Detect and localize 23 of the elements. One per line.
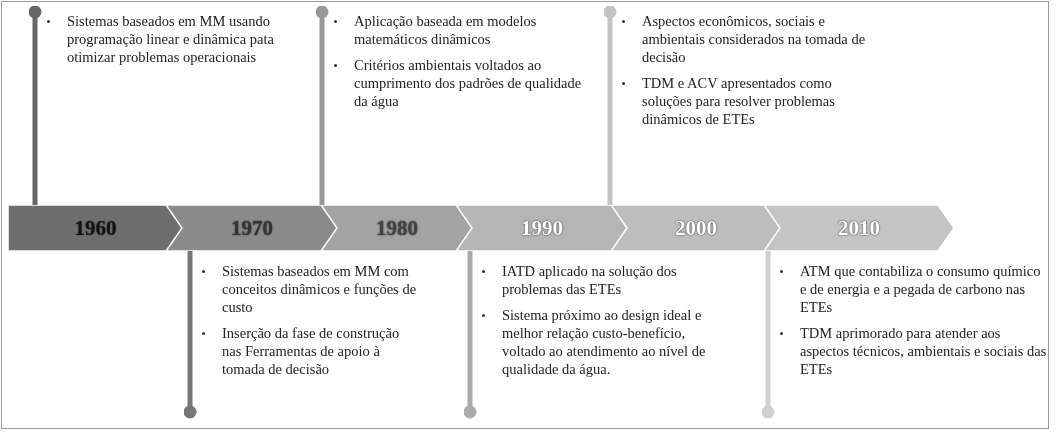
year-label: 2010: [838, 215, 880, 241]
bullet-text: Critérios ambientais voltados ao cumprimento dos padrões de qualidade da água: [322, 56, 582, 110]
bullet-text: TDM e ACV apresentados como soluções para resolver problemas dinâmicos de ETEs: [610, 74, 870, 128]
year-label: 1970: [231, 215, 273, 241]
bullet-text: ATM que contabiliza o consumo químico e de energia e a pegada de carbono nas ETEs: [768, 262, 1048, 316]
timeline-pin: [315, 5, 329, 205]
year-label: 1980: [376, 215, 418, 241]
bullet-text: TDM aprimorado para atender aos aspectos técnicos, ambientais e sociais das ETEs: [768, 324, 1048, 378]
timeline-pin: [28, 5, 42, 205]
bullet-text: Sistema próximo ao design ideal e melhor relação custo-benefício, voltado ao atendimento ao nível de qualidade da água.: [470, 306, 720, 378]
timeline-pin: [463, 251, 477, 419]
timeline-pin: [183, 251, 197, 419]
bullet-text: IATD aplicado na solução dos problemas das ETEs: [470, 262, 720, 298]
bullet-text: Aspectos econômicos, sociais e ambientais considerados na tomada de decisão: [610, 12, 870, 66]
year-label: 1990: [521, 215, 563, 241]
bullet-text: Sistemas baseados em MM com conceitos dinâmicos e funções de custo: [190, 262, 420, 316]
bullet-text: Aplicação baseada em modelos matemáticos dinâmicos: [322, 12, 582, 48]
bullet-text: Sistemas baseados em MM usando programação linear e dinâmica pata otimizar problemas operacionais: [35, 12, 313, 66]
year-label: 2000: [675, 215, 717, 241]
year-label: 1960: [74, 215, 117, 241]
timeline-pin: [603, 5, 617, 205]
bullet-text: Inserção da fase de construção nas Ferramentas de apoio à tomada de decisão: [190, 324, 420, 378]
timeline-pin: [761, 251, 775, 419]
